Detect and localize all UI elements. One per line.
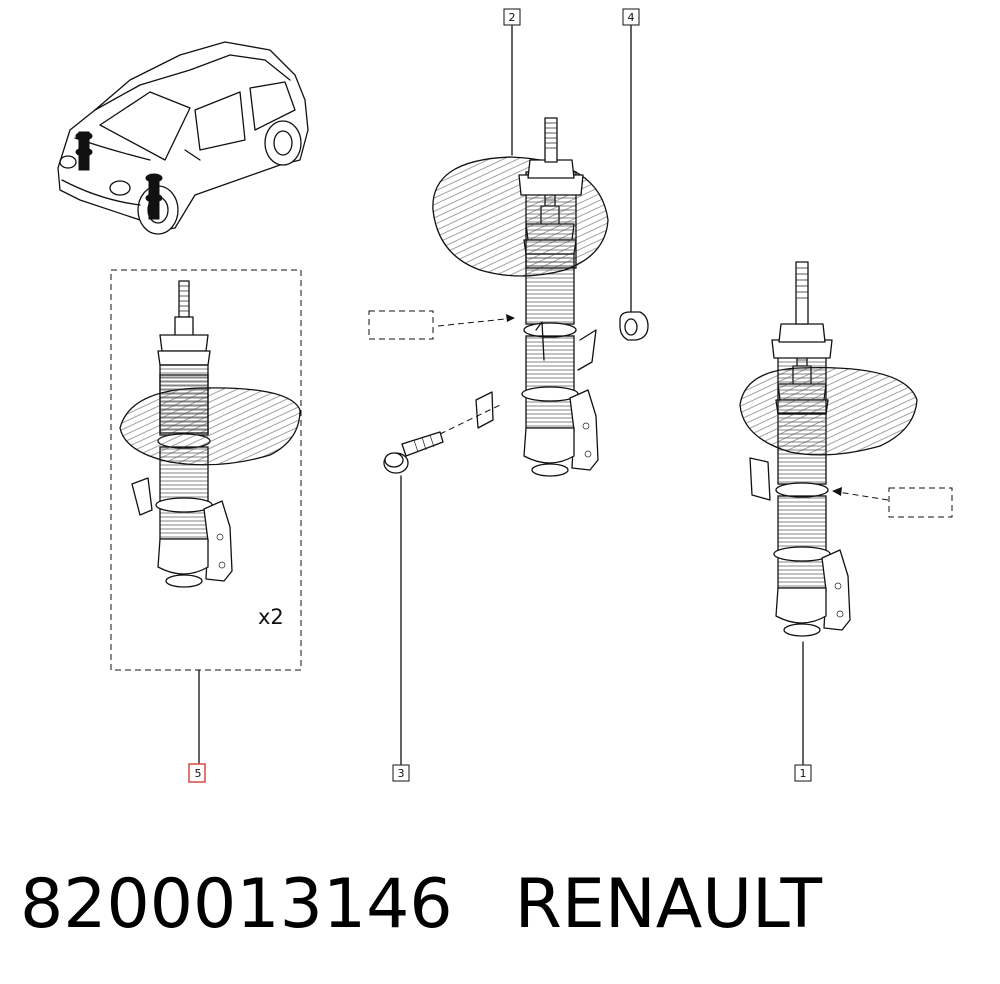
- svg-text:5: 5: [195, 767, 202, 780]
- svg-text:1: 1: [800, 767, 807, 780]
- car-illustration: [57, 41, 309, 235]
- part-number: 8200013146: [20, 865, 453, 944]
- shock-absorber-2-group: [368, 25, 609, 477]
- brand-name: RENAULT: [514, 865, 823, 944]
- quantity-box: [110, 269, 302, 671]
- callout-5: 5: [188, 763, 206, 783]
- spring-cup: [119, 387, 301, 466]
- callout-1: 1: [794, 764, 812, 782]
- callout-5-highlight: [188, 763, 206, 783]
- svg-text:2: 2: [509, 11, 516, 24]
- callout-3: 3: [392, 764, 410, 782]
- nut-4-group: [619, 25, 649, 341]
- spring-cup: [739, 366, 918, 456]
- svg-text:4: 4: [628, 11, 635, 24]
- bolt-3-group: [383, 431, 444, 765]
- svg-text:3: 3: [398, 767, 405, 780]
- quantity-note: x2: [258, 605, 284, 629]
- callout-2: 2: [503, 8, 521, 26]
- callout-4: 4: [622, 8, 640, 26]
- footer-caption: 8200013146 RENAULT: [20, 860, 822, 950]
- shock-absorber-1-group: [739, 261, 953, 765]
- shock-absorber-5-group: x2: [110, 269, 302, 764]
